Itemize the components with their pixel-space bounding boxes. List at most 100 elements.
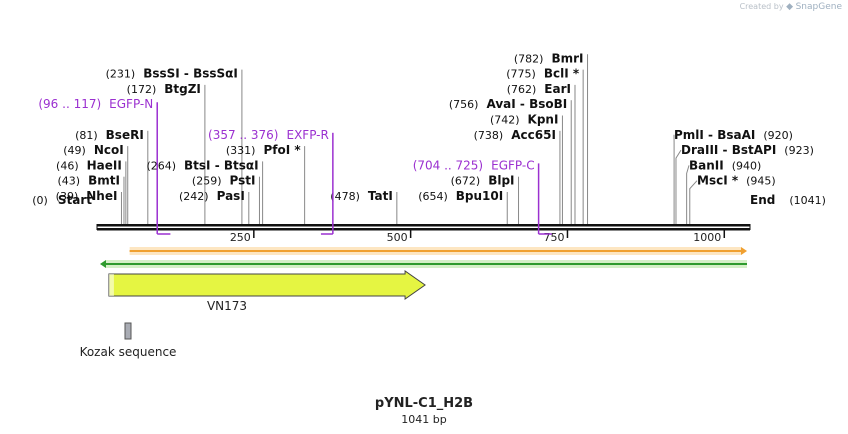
site-name: NcoI [94,143,124,157]
site-position: (920) [763,129,793,142]
cds-start-hatch [108,274,114,296]
site-lines [96,54,751,230]
primer-position: (96 .. 117) [38,97,101,111]
snapgene-logo-icon: ◆ [786,2,794,12]
site-position: (49) [63,144,86,157]
restriction-site-label: (738) Acc65I [474,128,556,142]
site-name: AvaI - BsoBI [486,97,567,111]
primer-name: EXFP-R [286,128,328,142]
site-name: EarI [544,82,571,96]
site-name: PasI [217,189,245,203]
brand-name: SnapGene [795,2,842,12]
site-position: (742) [490,114,520,127]
site-name: BlpI [488,174,514,188]
brand-credit: Created by ◆ SnapGene [740,2,842,12]
site-name: BtsI - BtsαI [184,158,259,172]
restriction-site-label: MscI *(945) [697,174,776,188]
primer-label: (704 .. 725) EGFP-C [413,158,535,172]
primer-name: EGFP-C [491,158,534,172]
site-name: BmtI [88,174,120,188]
site-position: (231) [106,68,136,81]
primer-name: EGFP-N [109,97,153,111]
site-position: (945) [746,175,776,188]
site-position: (923) [784,144,814,157]
site-position: (654) [418,190,448,203]
site-name: Bpu10I [456,189,503,203]
site-name: BtgZI [164,82,201,96]
end-position: (0) [32,194,48,207]
site-position: (775) [506,68,536,81]
end-label: Start [58,193,92,207]
restriction-site-label: BanII (940) [689,158,761,172]
site-position: (672) [451,175,481,188]
site-name: BanII [689,158,724,172]
restriction-site-label: (242) PasI [179,189,245,203]
restriction-site-label: (43) BmtI [58,174,120,188]
site-position: (940) [732,159,762,172]
restriction-site-label: (775) BclI * [506,67,580,81]
site-position: (43) [58,175,81,188]
restriction-site-label: (756) AvaI - BsoBI [449,97,567,111]
site-name: NheI [86,189,117,203]
ruler-tick-label: 500 [387,231,408,244]
restriction-site-label: (39)NheI [56,189,118,203]
restriction-site-label: (231) BssSI - BssSαI [106,67,238,81]
ruler-tick-label: 750 [543,231,564,244]
primer-position: (357 .. 376) [208,128,278,142]
site-position: (738) [474,129,504,142]
restriction-site-label: (672) BlpI [451,174,515,188]
site-position: (259) [192,175,222,188]
restriction-site-label: (742)KpnI [490,113,559,127]
restriction-site-label: DraIII - BstAPI (923) [681,143,814,157]
primer-label: (96 .. 117) EGFP-N [38,97,153,111]
plasmid-size: 1041 bp [401,413,447,426]
site-name: PstI [230,174,256,188]
ruler-ticks: 250 500 750 1000 [230,230,726,244]
feature-label: VN173 [207,299,247,313]
site-position: (331) [226,144,256,157]
end-position: (1041) [789,194,826,207]
site-position: (242) [179,190,209,203]
restriction-site-label: (46) HaeII [56,158,122,172]
site-connector [689,180,698,224]
orf-forward-arrowhead [741,247,747,255]
site-name: HaeII [87,158,122,172]
site-position: (81) [75,129,98,142]
site-name: DraIII - BstAPI [681,143,776,157]
site-position: (46) [56,159,79,172]
site-position: (762) [507,83,537,96]
orf-reverse-arrowhead [100,260,106,268]
site-position: (782) [514,52,544,65]
restriction-site-label: (331) PfoI * [226,143,301,157]
site-position: (756) [449,98,479,111]
site-name: PfoI * [263,143,301,157]
sequence-end-label: End(1041) [750,193,826,207]
backbone-bottom-strand [97,228,750,231]
site-name: BssSI - BssSαI [143,67,238,81]
sequence-start-label: (0) Start [32,193,92,207]
site-name: TatI [368,189,393,203]
created-by-text: Created by [739,2,784,11]
restriction-site-label: (49) NcoI [63,143,123,157]
orf-arrows [100,247,747,268]
site-name: BmrI [551,51,583,65]
cds-arrow [108,270,426,300]
site-name: PmlI - BsaAI [674,128,755,142]
ruler-tick-label: 250 [230,231,251,244]
site-position: (478) [330,190,360,203]
backbone-top-strand [97,224,750,227]
plasmid-name: pYNL-C1_H2B [374,396,474,411]
site-position: (172) [127,83,157,96]
site-name: BclI * [544,67,580,81]
site-name: BseRI [106,128,144,142]
primer-position: (704 .. 725) [413,158,483,172]
site-name: Acc65I [511,128,556,142]
primer-label: (357 .. 376) EXFP-R [208,128,329,142]
restriction-site-label: (478) TatI [330,189,393,203]
kozak-box [124,322,132,340]
restriction-site-label: (259) PstI [192,174,256,188]
site-position: (264) [146,159,176,172]
ruler-tick-label: 1000 [693,231,721,244]
